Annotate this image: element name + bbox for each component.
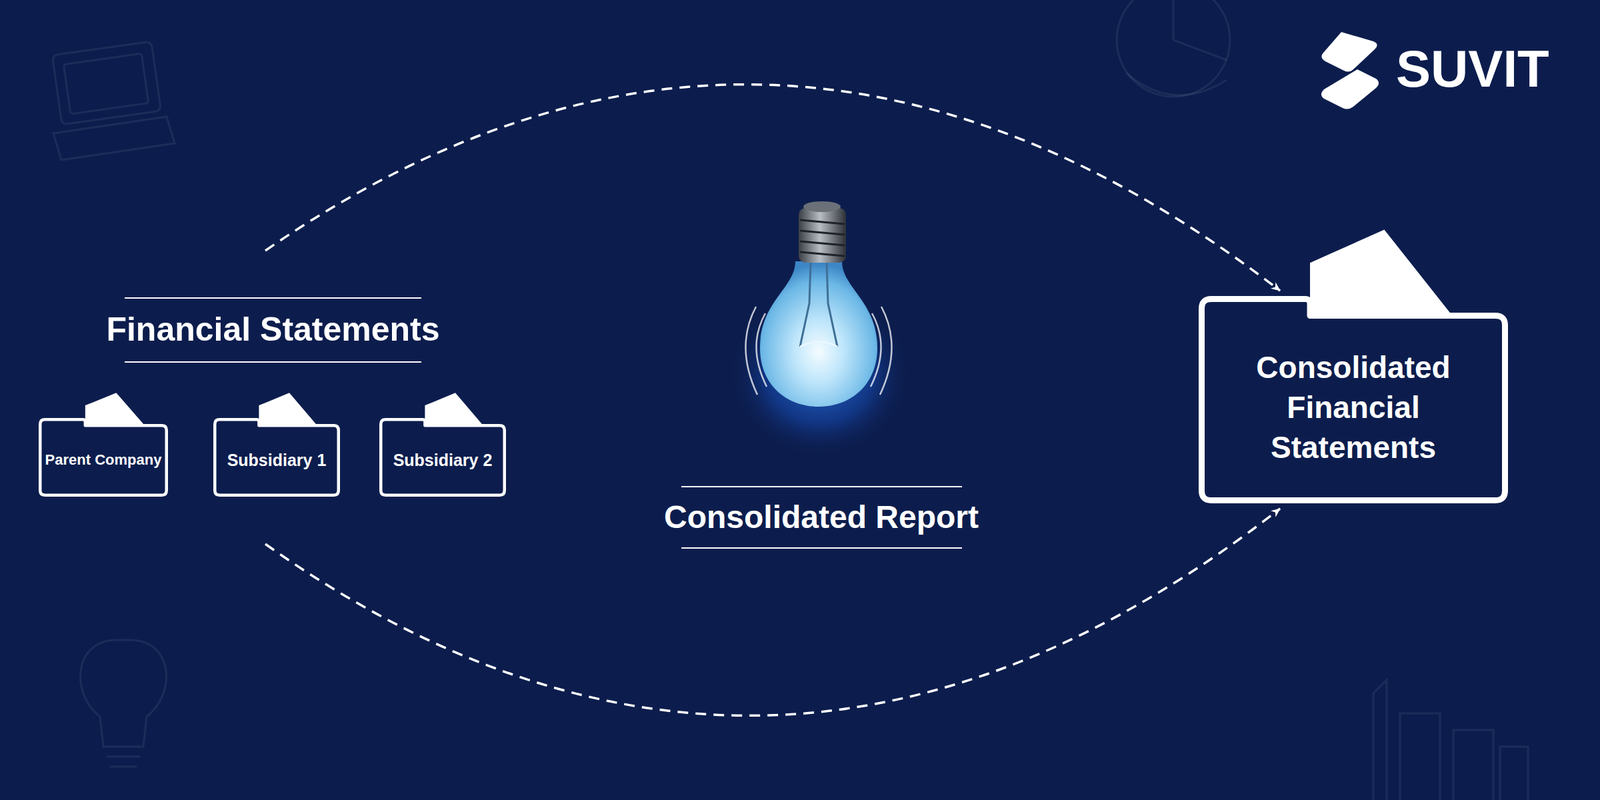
- light-bulb: [730, 201, 910, 457]
- folder-box: Consolidated Financial Statements: [1198, 296, 1508, 504]
- folder-label: Subsidiary 2: [387, 449, 499, 472]
- folder-box: Subsidiary 2: [379, 418, 506, 497]
- folder-label: Parent Company: [39, 450, 168, 470]
- folder-text-area: Consolidated Financial Statements: [1198, 318, 1508, 498]
- doodles: [52, 0, 1528, 800]
- folder-box: Subsidiary 1: [213, 418, 340, 497]
- folder-text-area: Subsidiary 1: [213, 427, 340, 494]
- statement-group: Financial StatementsParent Company Subsid…: [38, 253, 508, 542]
- dashed-arrow: [265, 84, 1280, 291]
- group-heading: Financial Statements: [38, 309, 508, 350]
- folder-box: Parent Company: [38, 418, 168, 497]
- dashed-arrow: [265, 508, 1280, 716]
- folder-label: Consolidated Financial Statements: [1198, 348, 1508, 468]
- folder-text-area: Subsidiary 2: [379, 427, 506, 494]
- logo-mark: [1321, 32, 1379, 110]
- center-caption: Consolidated Report: [664, 498, 979, 536]
- brand-name: SUVIT: [1396, 39, 1550, 100]
- folder-label: Subsidiary 1: [221, 449, 333, 472]
- folder-text-area: Parent Company: [38, 427, 168, 494]
